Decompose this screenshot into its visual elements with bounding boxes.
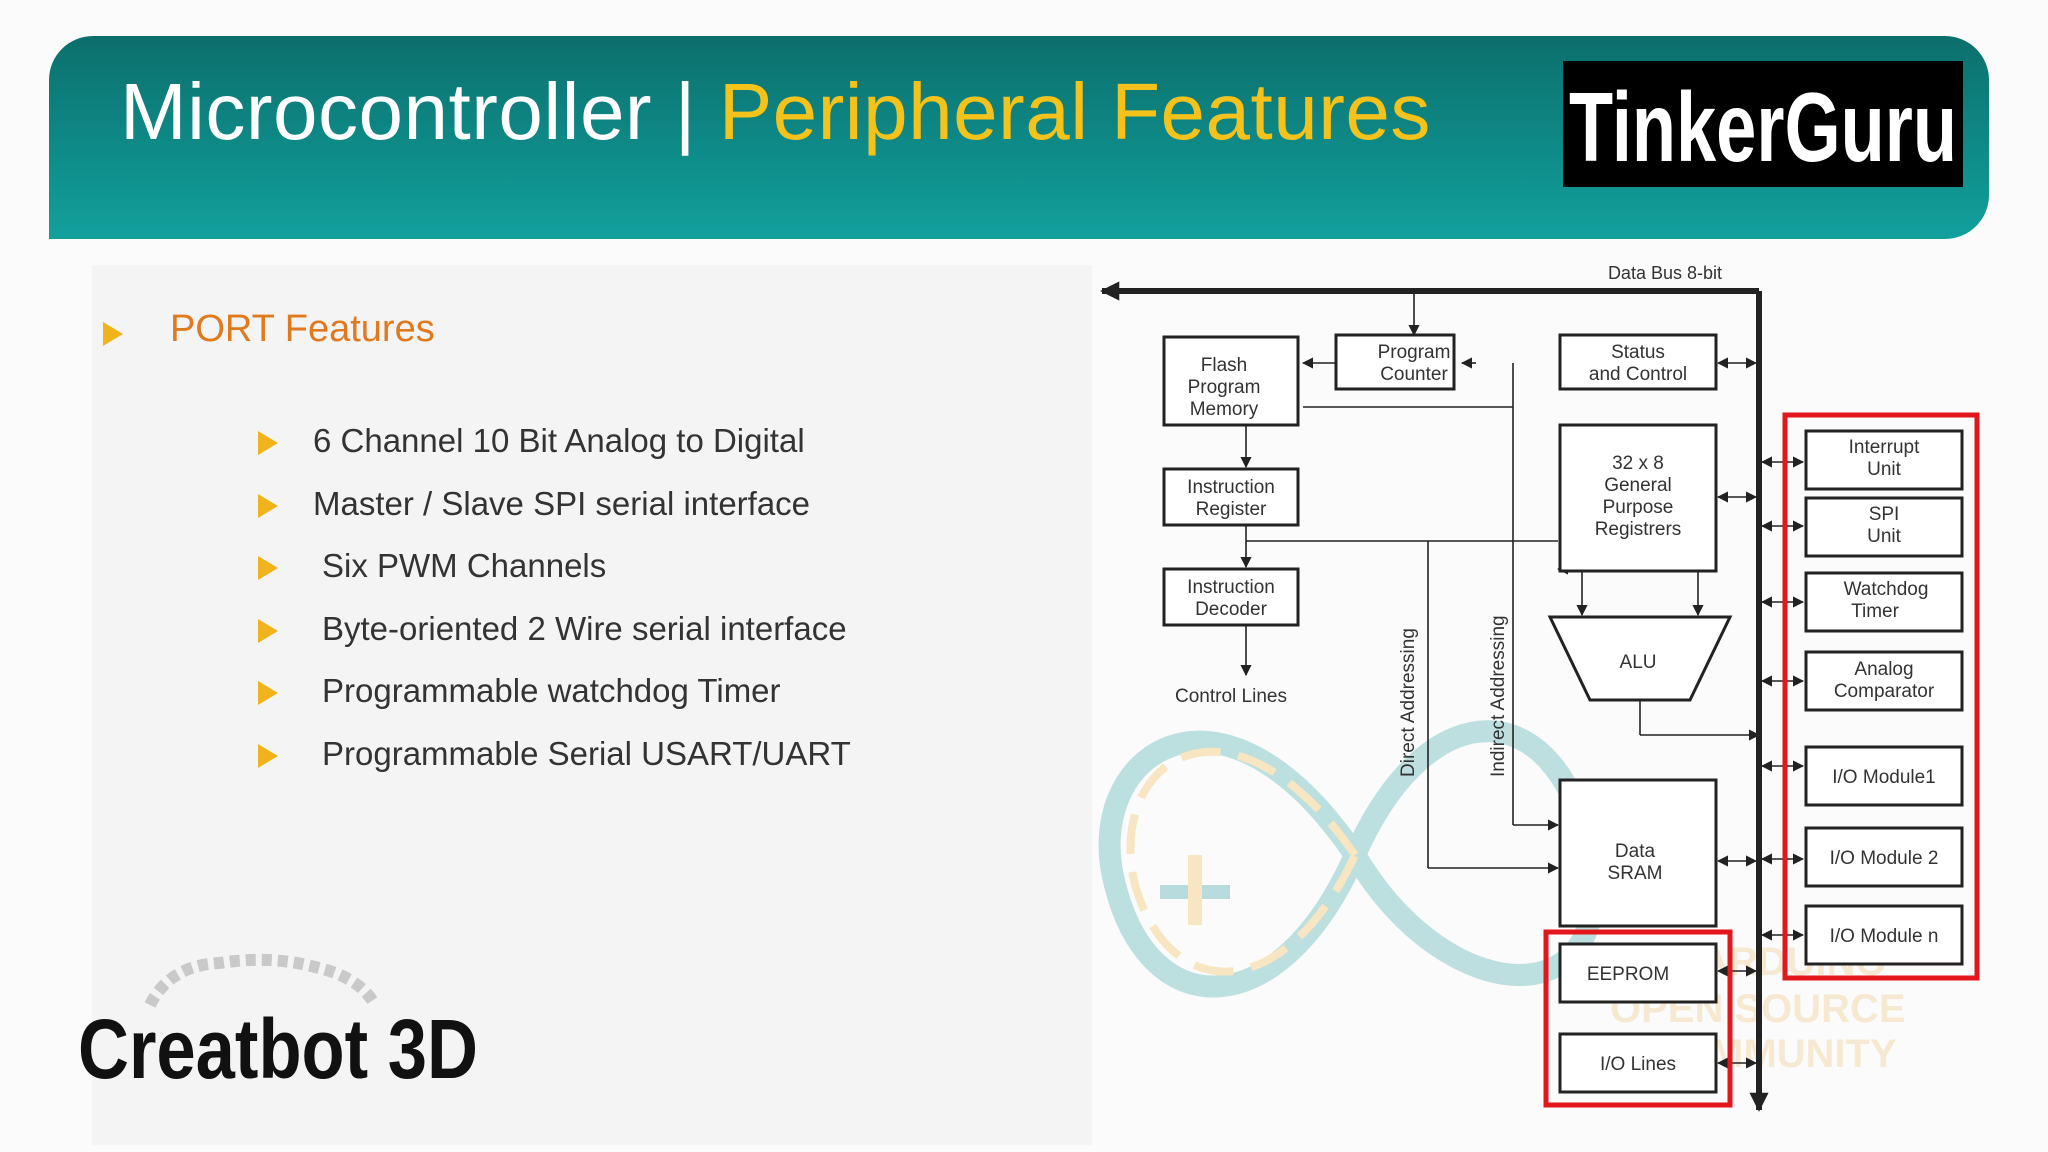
regs-label: Registrers — [1595, 519, 1682, 540]
analog-label: Analog — [1854, 659, 1913, 680]
bullet-icon — [258, 494, 278, 518]
feature-item: Programmable watchdog Timer — [322, 672, 781, 709]
block-labels: Flash Program Memory Program Counter Sta… — [1175, 342, 1938, 1075]
sram-label: SRAM — [1608, 863, 1663, 884]
analog-comparator-block — [1804, 650, 1964, 712]
interrupt-unit-block — [1804, 429, 1964, 491]
watchdog-label: Watchdog — [1844, 579, 1929, 600]
flash-memory-block — [1162, 335, 1300, 427]
bullet-icon — [258, 619, 278, 643]
indirect-addressing-label: Indirect Addressing — [1488, 615, 1509, 777]
interrupt-label: Interrupt — [1849, 437, 1920, 458]
data-sram-block — [1558, 778, 1718, 928]
io1-label: I/O Module1 — [1832, 767, 1936, 788]
spi-label: Unit — [1867, 526, 1902, 547]
creatbot-logo-text: Creatbot 3D — [78, 1002, 478, 1096]
tinkerguru-logo-text: TinkerGuru — [1569, 72, 1957, 182]
data-bus: Data Bus 8-bit — [1100, 263, 1769, 1112]
flash-label: Flash — [1201, 355, 1247, 376]
alu-label: ALU — [1620, 652, 1657, 673]
pc-label: Counter — [1380, 364, 1448, 385]
section-heading: PORT Features — [170, 308, 435, 350]
pc-label: Program — [1378, 342, 1451, 363]
spi-label: SPI — [1869, 504, 1900, 525]
control-lines-label: Control Lines — [1175, 686, 1287, 707]
feature-item: 6 Channel 10 Bit Analog to Digital — [313, 422, 805, 459]
content-panel — [92, 265, 1092, 1145]
highlight-boxes — [1543, 412, 1980, 1108]
flash-label: Memory — [1190, 399, 1259, 420]
registers-block — [1558, 423, 1718, 573]
gear-icon — [144, 953, 381, 1009]
bullet-icon — [258, 744, 278, 768]
title-accent: Peripheral Features — [718, 67, 1431, 156]
feature-item: Byte-oriented 2 Wire serial interface — [322, 610, 847, 647]
ir-label: Register — [1196, 499, 1267, 520]
sram-label: Data — [1615, 841, 1656, 862]
eeprom-label: EEPROM — [1587, 964, 1669, 985]
slide-title: Microcontroller | Peripheral Features — [120, 66, 1431, 158]
eeprom-block — [1558, 942, 1718, 1004]
status-label: and Control — [1589, 364, 1687, 385]
feature-item: Master / Slave SPI serial interface — [313, 485, 811, 522]
peripherals-highlight — [1782, 412, 1980, 981]
block-boxes — [1162, 333, 1964, 1094]
io-module-2-block — [1804, 826, 1964, 888]
io-module-1-block — [1804, 745, 1964, 807]
alu-block — [1547, 615, 1733, 702]
ion-label: I/O Module n — [1830, 926, 1939, 947]
io-lines-block — [1558, 1032, 1718, 1094]
feature-item: Six PWM Channels — [322, 547, 607, 584]
spi-unit-block — [1804, 496, 1964, 558]
regs-label: 32 x 8 — [1612, 453, 1664, 474]
program-counter-block — [1334, 333, 1456, 391]
bullet-icon — [258, 431, 278, 455]
instruction-register-block — [1162, 467, 1300, 527]
io2-label: I/O Module 2 — [1830, 848, 1939, 869]
data-bus-label: Data Bus 8-bit — [1608, 263, 1722, 283]
regs-label: General — [1604, 475, 1672, 496]
bullet-icon — [258, 681, 278, 705]
interrupt-label: Unit — [1867, 459, 1902, 480]
direct-addressing-label: Direct Addressing — [1398, 628, 1419, 777]
ir-label: Instruction — [1187, 477, 1275, 498]
flash-label: Program — [1188, 377, 1261, 398]
bullet-icon — [258, 556, 278, 580]
idec-label: Instruction — [1187, 577, 1275, 598]
memory-io-highlight — [1543, 929, 1733, 1108]
watchdog-label: Timer — [1851, 601, 1900, 622]
section-bullet-icon — [103, 322, 123, 346]
creatbot-3d-logo: Creatbot 3D — [70, 945, 480, 1115]
avr-block-diagram: ARDUINO OPEN SOURCE COMMUNITY Data Bus 8… — [1098, 263, 1980, 1112]
idec-label: Decoder — [1195, 599, 1267, 620]
title-main: Microcontroller | — [120, 67, 719, 156]
instruction-decoder-block — [1162, 567, 1300, 627]
status-label: Status — [1611, 342, 1665, 363]
analog-label: Comparator — [1834, 681, 1935, 702]
regs-label: Purpose — [1603, 497, 1674, 518]
feature-item: Programmable Serial USART/UART — [322, 735, 851, 772]
watchdog-timer-block — [1804, 571, 1964, 633]
io-module-n-block — [1804, 904, 1964, 966]
tinkerguru-logo: TinkerGuru — [1563, 61, 1963, 187]
io-lines-label: I/O Lines — [1600, 1054, 1676, 1075]
status-control-block — [1558, 333, 1718, 391]
